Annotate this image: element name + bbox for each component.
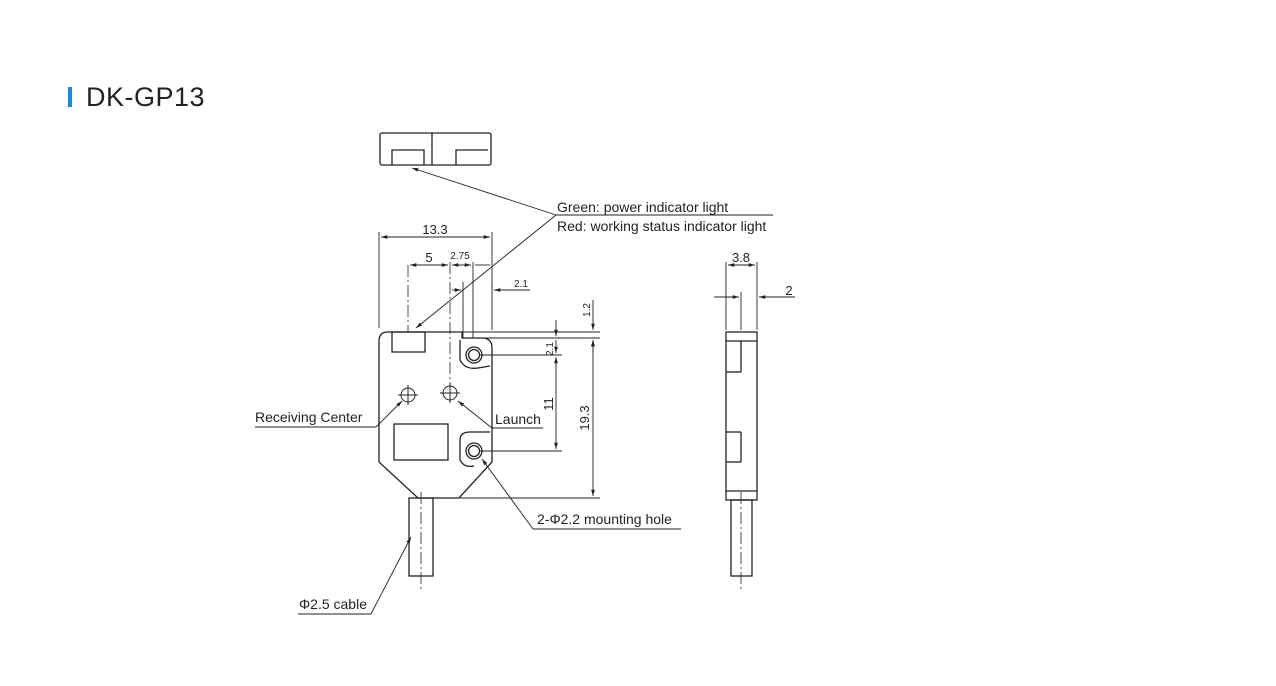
title-text: DK-GP13: [86, 81, 206, 112]
dim-1-2: 1.2: [582, 303, 593, 317]
receiving-center-label: Receiving Center: [255, 409, 363, 425]
side-view: [725, 331, 758, 577]
center-lines: [407, 262, 742, 590]
lens-window: [393, 423, 449, 461]
dim-2: 2: [785, 283, 792, 298]
front-dimensions: [378, 232, 600, 499]
dim-2-1-side: 2.1: [545, 342, 556, 356]
page-title: DK-GP13: [68, 82, 205, 112]
front-view: [378, 331, 493, 577]
leader-lines: [255, 167, 773, 615]
green-indicator-label: Green: power indicator light: [557, 199, 728, 215]
dim-13-3: 13.3: [422, 222, 447, 237]
side-dimensions: [714, 262, 795, 330]
title-accent-bar: [68, 87, 72, 107]
dim-3-8: 3.8: [732, 250, 750, 265]
cable-label: Φ2.5 cable: [299, 596, 367, 612]
dim-2-1-top: 2.1: [514, 279, 528, 290]
dim-11: 11: [541, 397, 556, 411]
dim-5: 5: [425, 250, 432, 265]
red-indicator-label: Red: working status indicator light: [557, 218, 766, 234]
launch-label: Launch: [495, 411, 541, 427]
indicator-window: [391, 331, 426, 353]
optical-centers: [398, 383, 460, 405]
dim-2-75: 2.75: [450, 251, 470, 262]
mounting-hole-label: 2-Φ2.2 mounting hole: [537, 511, 672, 527]
dim-19-3: 19.3: [577, 405, 592, 430]
top-view: [379, 132, 492, 166]
